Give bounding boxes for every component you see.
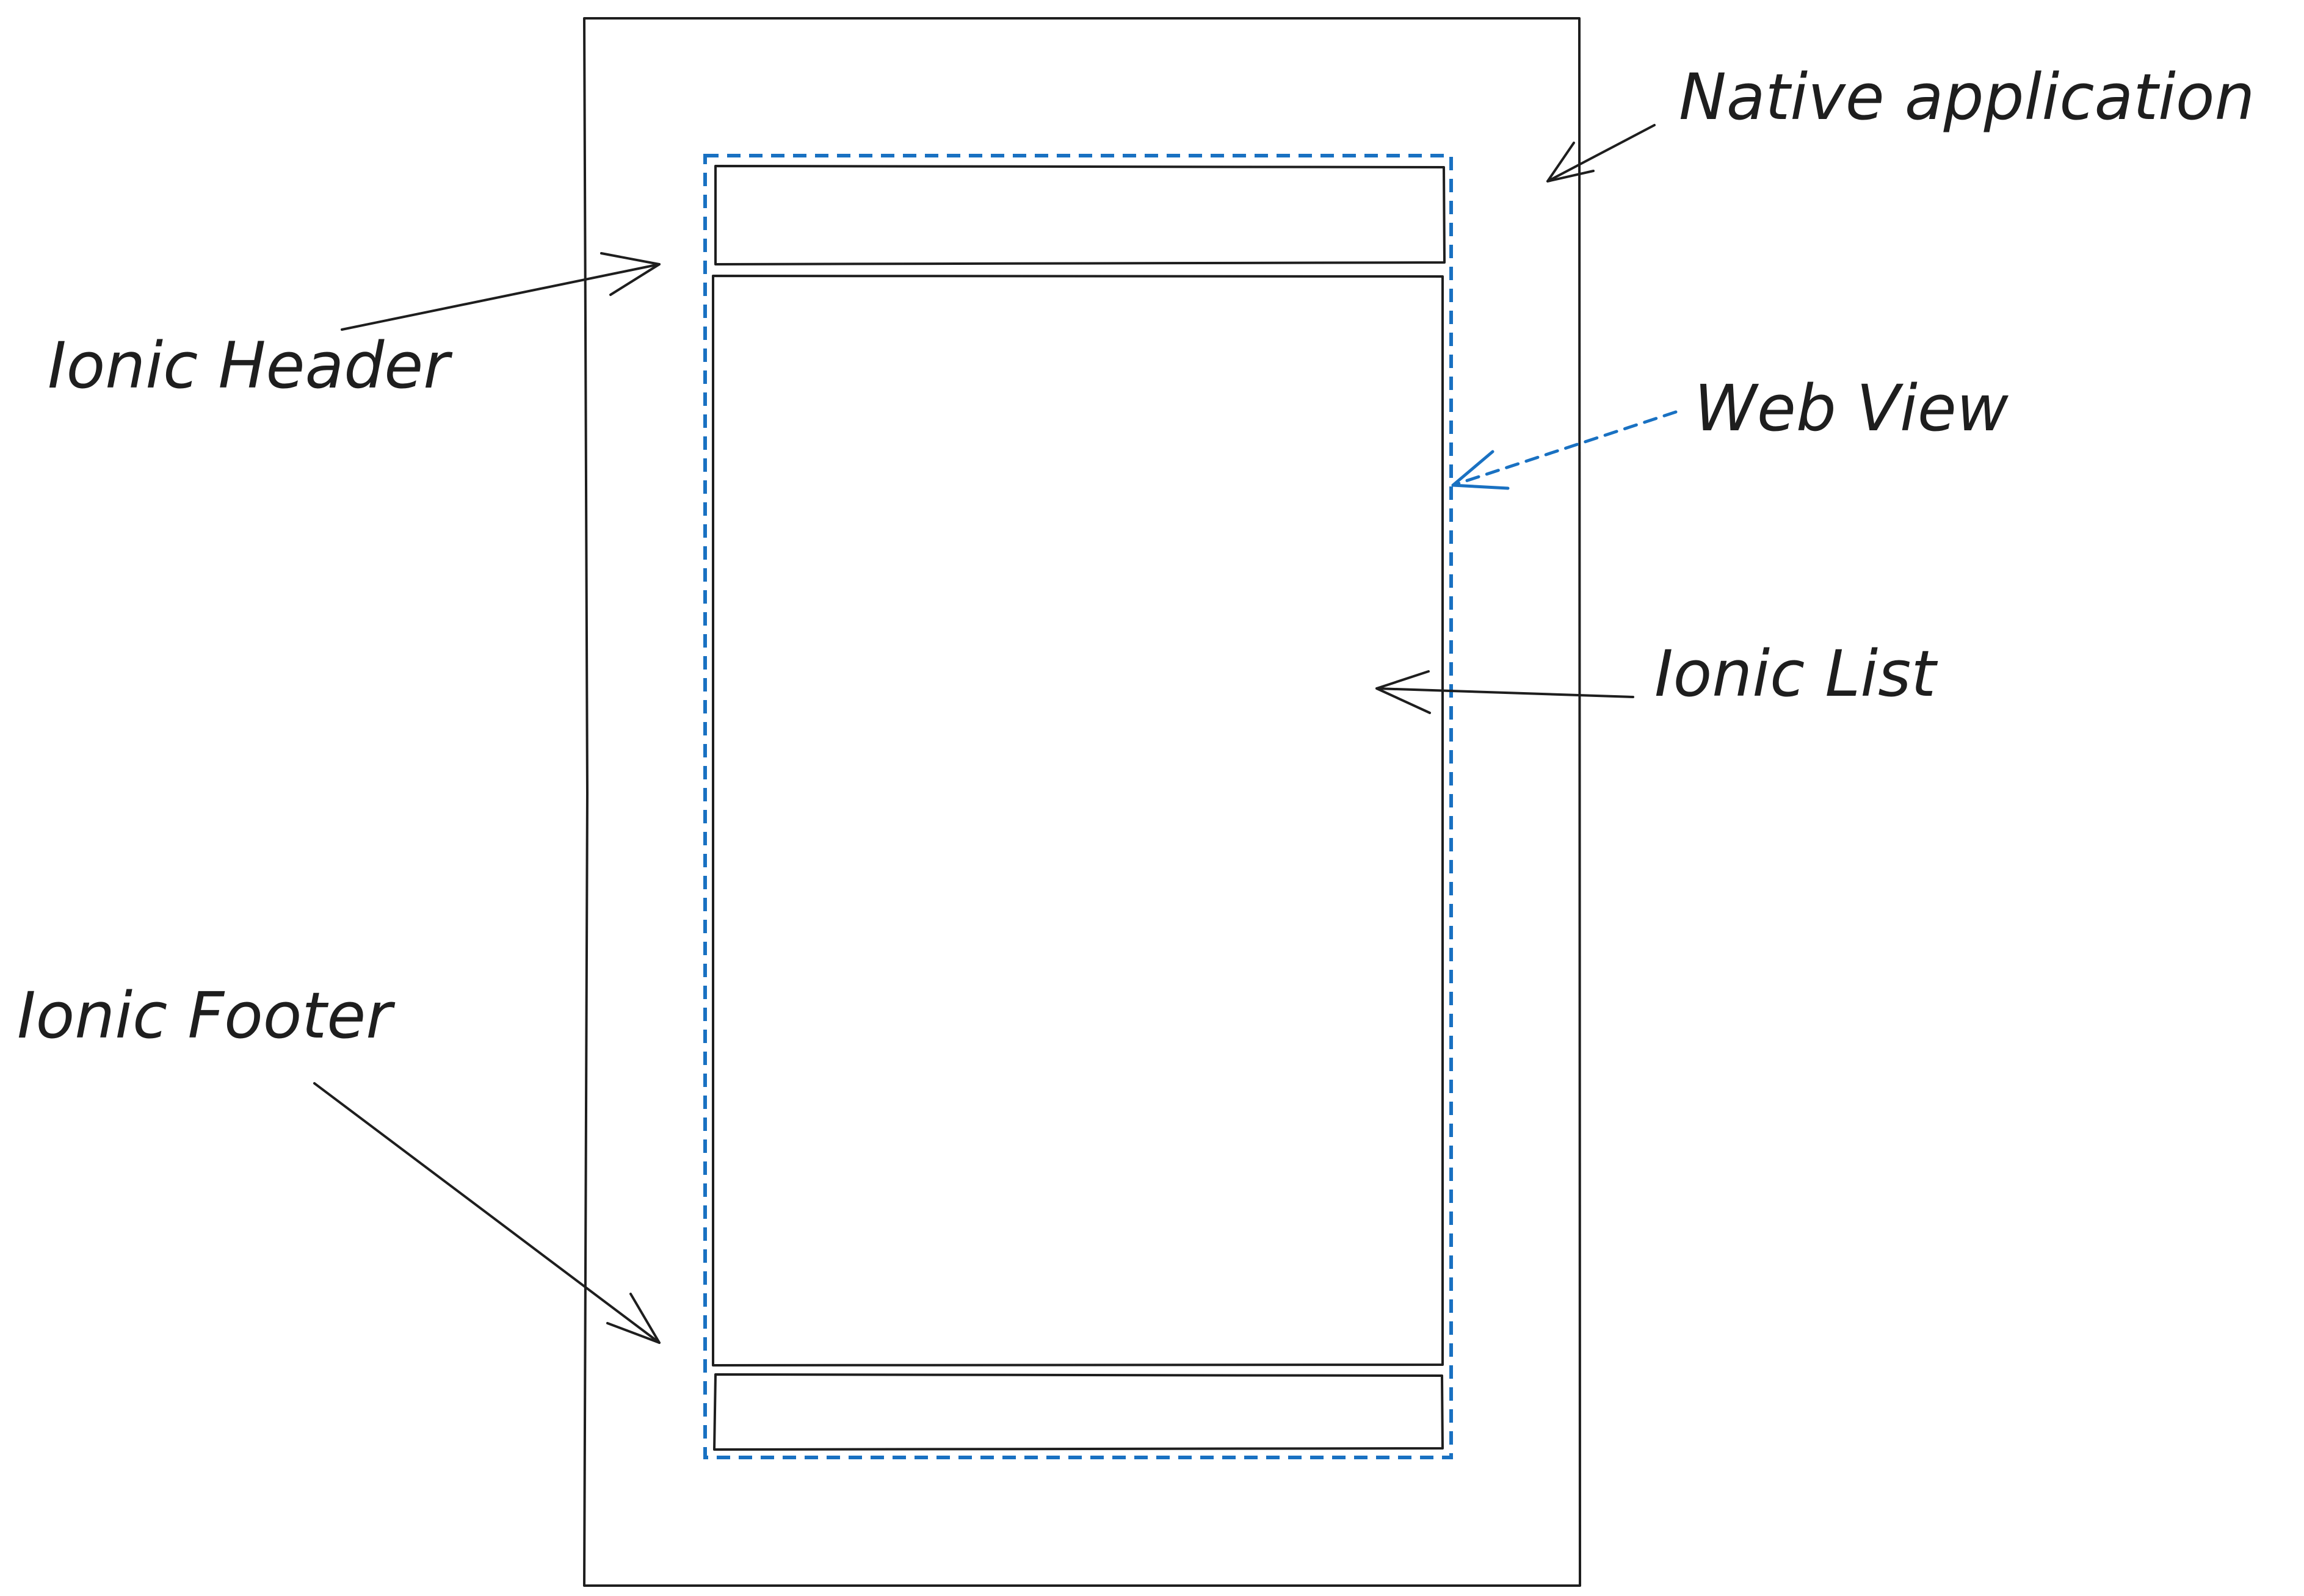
ionic-list-arrow	[1375, 670, 1634, 714]
ionic-list-box	[712, 275, 1444, 1367]
ionic-header-arrow	[341, 252, 661, 331]
ionic-footer-label: Ionic Footer	[17, 978, 396, 1053]
native-application-label: Native application	[1679, 60, 2255, 134]
ionic-footer-box	[713, 1373, 1444, 1451]
ionic-header-box	[714, 165, 1446, 265]
ionic-header-label: Ionic Header	[48, 328, 453, 403]
web-view-label: Web View	[1694, 371, 2009, 446]
ionic-list-label: Ionic List	[1654, 637, 1938, 711]
native-application-arrow	[1546, 124, 1656, 182]
native-application-frame	[583, 17, 1581, 1587]
ionic-footer-arrow	[313, 1082, 661, 1344]
web-view-arrow	[1451, 410, 1678, 490]
web-view-container	[703, 154, 1453, 1459]
